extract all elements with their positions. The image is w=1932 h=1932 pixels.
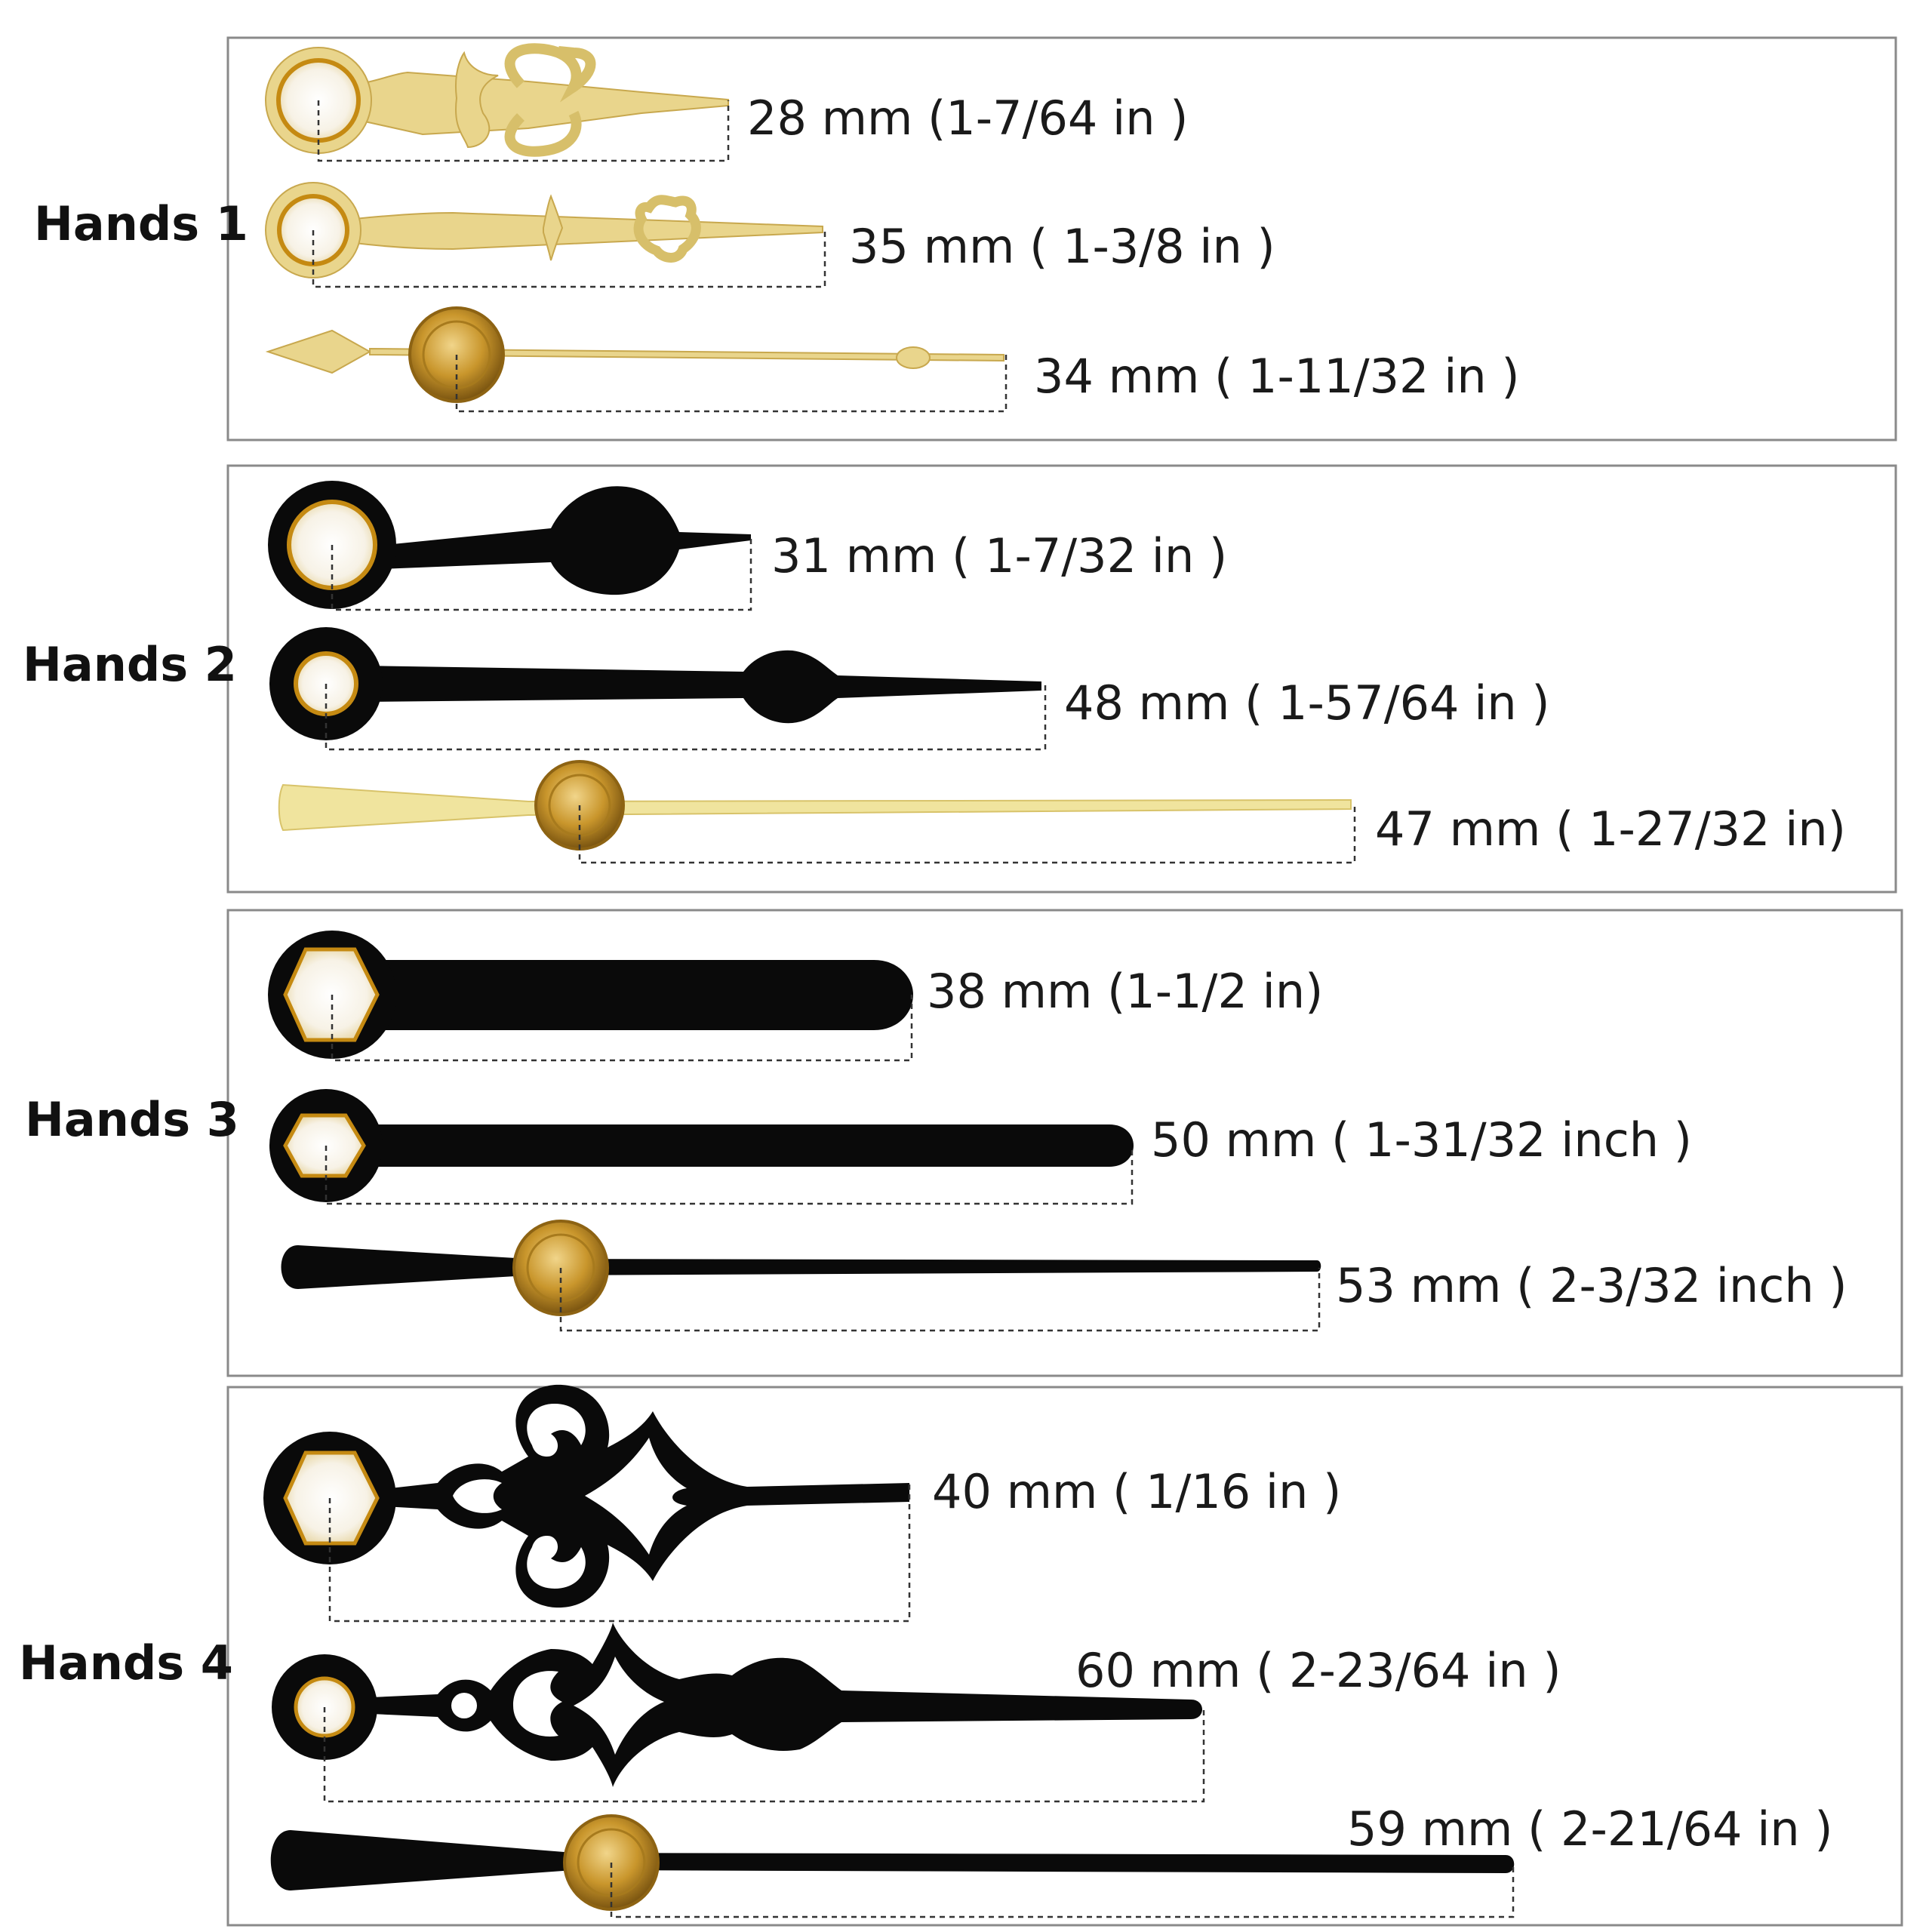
group-label: Hands 4 (19, 1635, 233, 1690)
hour-hand (263, 1384, 909, 1608)
dimension-line (578, 805, 1356, 864)
length-label: 28 mm (1-7/64 in ) (747, 91, 1188, 146)
panel-hands-4: Hands 4 40 mm ( 1/16 in ) (19, 1384, 1903, 1927)
dimension-line (559, 1268, 1321, 1332)
length-label: 35 mm ( 1-3/8 in ) (849, 219, 1275, 274)
second-hand (281, 1220, 1321, 1316)
second-hand (278, 760, 1352, 851)
panel-frame (226, 909, 1903, 1377)
minute-hand (265, 182, 823, 278)
length-label: 53 mm ( 2-3/32 inch ) (1336, 1258, 1847, 1313)
panel-hands-2: Hands 2 31 mm ( 1-7/32 in ) 48 mm ( 1-57… (23, 464, 1897, 894)
group-label: Hands 1 (34, 196, 248, 251)
minute-hand (269, 1089, 1134, 1202)
group-label: Hands 2 (23, 637, 237, 692)
dimension-line (328, 1483, 911, 1623)
dimension-line (325, 1146, 1134, 1205)
panel-hands-3: Hands 3 38 mm (1-1/2 in) 50 mm ( 1-31/32… (25, 909, 1903, 1377)
second-hand (270, 1814, 1515, 1911)
group-label: Hands 3 (25, 1092, 239, 1147)
length-label: 48 mm ( 1-57/64 in ) (1064, 675, 1550, 731)
dimension-line (325, 684, 1047, 751)
hour-hand (268, 481, 751, 609)
dimension-line (317, 100, 730, 162)
length-label: 59 mm ( 2-21/64 in ) (1347, 1801, 1833, 1857)
dimension-line (331, 995, 913, 1062)
length-label: 50 mm ( 1-31/32 inch ) (1151, 1112, 1692, 1168)
dimension-line (323, 1707, 1205, 1803)
length-label: 34 mm ( 1-11/32 in ) (1034, 349, 1520, 404)
length-label: 31 mm ( 1-7/32 in ) (771, 528, 1227, 583)
minute-hand (269, 627, 1041, 740)
length-label: 38 mm (1-1/2 in) (927, 964, 1323, 1019)
panel-frame (226, 1386, 1903, 1927)
length-label: 47 mm ( 1-27/32 in) (1375, 801, 1846, 857)
panel-hands-1: Hands 1 28 mm (1-7/64 in ) 35 mm ( 1-3/8… (34, 36, 1897, 441)
hour-hand (268, 931, 913, 1059)
length-label: 40 mm ( 1/16 in ) (932, 1464, 1341, 1519)
panel-frame (226, 464, 1897, 894)
length-label: 60 mm ( 2-23/64 in ) (1075, 1643, 1561, 1698)
hour-hand (265, 43, 729, 157)
dimension-line (610, 1863, 1515, 1918)
dimension-line (331, 537, 752, 611)
minute-hand (272, 1623, 1202, 1787)
panel-frame (226, 36, 1897, 441)
second-hand (265, 306, 1004, 403)
